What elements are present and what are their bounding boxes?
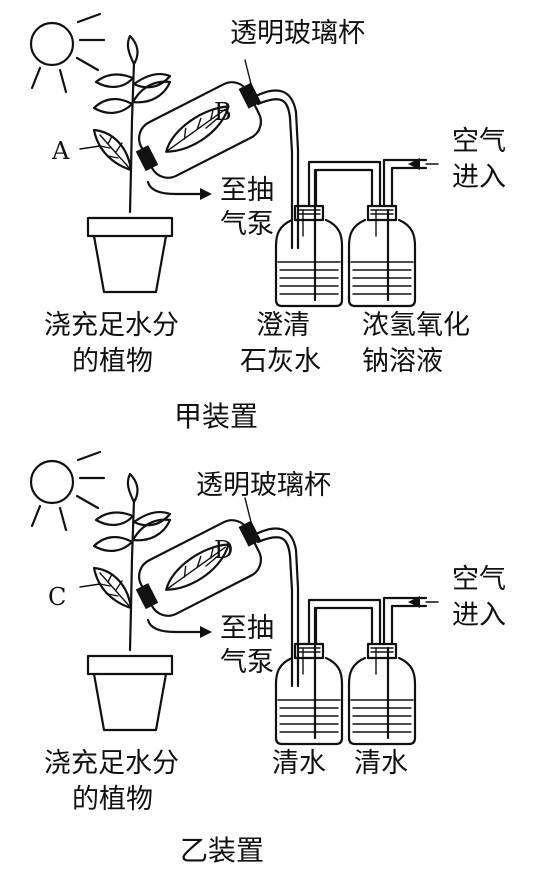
bottle2-label-line1-jia: 浓氢氧化	[362, 310, 470, 341]
apparatus-jia-drawing	[29, 12, 440, 308]
apparatus-yi: 透明玻璃杯 C D 至抽 气泵 空气 进入 浇充足水分 的植物 清水 清水 乙装…	[29, 450, 506, 867]
bottle1-label-line2-jia: 石灰水	[240, 346, 321, 377]
plant-label-line1-yi: 浇充足水分	[44, 748, 179, 779]
leaf-label-a: A	[51, 137, 70, 165]
bottle2-label-yi: 清水	[354, 748, 408, 779]
cup-label-yi: 透明玻璃杯	[196, 470, 331, 501]
air-label-line1-yi: 空气	[452, 564, 506, 595]
pump-label-line2-jia: 气泵	[220, 209, 274, 240]
air-label-line1-jia: 空气	[452, 126, 506, 157]
leaf-label-b: B	[214, 98, 232, 126]
bottle1-label-line1-jia: 澄清	[256, 310, 310, 341]
plant-label-line1-jia: 浇充足水分	[44, 310, 179, 341]
leaf-label-d: D	[214, 536, 233, 564]
leaf-label-c: C	[48, 583, 66, 611]
air-label-line2-jia: 进入	[452, 162, 506, 193]
caption-jia: 甲装置	[174, 400, 258, 433]
air-label-line2-yi: 进入	[452, 600, 506, 631]
pump-label-line2-yi: 气泵	[220, 647, 274, 678]
plant-label-line2-yi: 的植物	[72, 784, 153, 815]
apparatus-jia: 透明玻璃杯 A B 至抽 气泵 空气 进入 浇充足水分 的植物 澄清 石灰水 浓…	[29, 12, 506, 433]
cup-label-jia: 透明玻璃杯	[230, 18, 365, 49]
caption-yi: 乙装置	[180, 834, 264, 867]
pump-label-line1-yi: 至抽	[220, 613, 274, 644]
plant-label-line2-jia: 的植物	[72, 346, 153, 377]
pump-label-line1-jia: 至抽	[220, 175, 274, 206]
bottle2-label-line2-jia: 钠溶液	[362, 346, 443, 377]
bottle1-label-yi: 清水	[272, 748, 326, 779]
